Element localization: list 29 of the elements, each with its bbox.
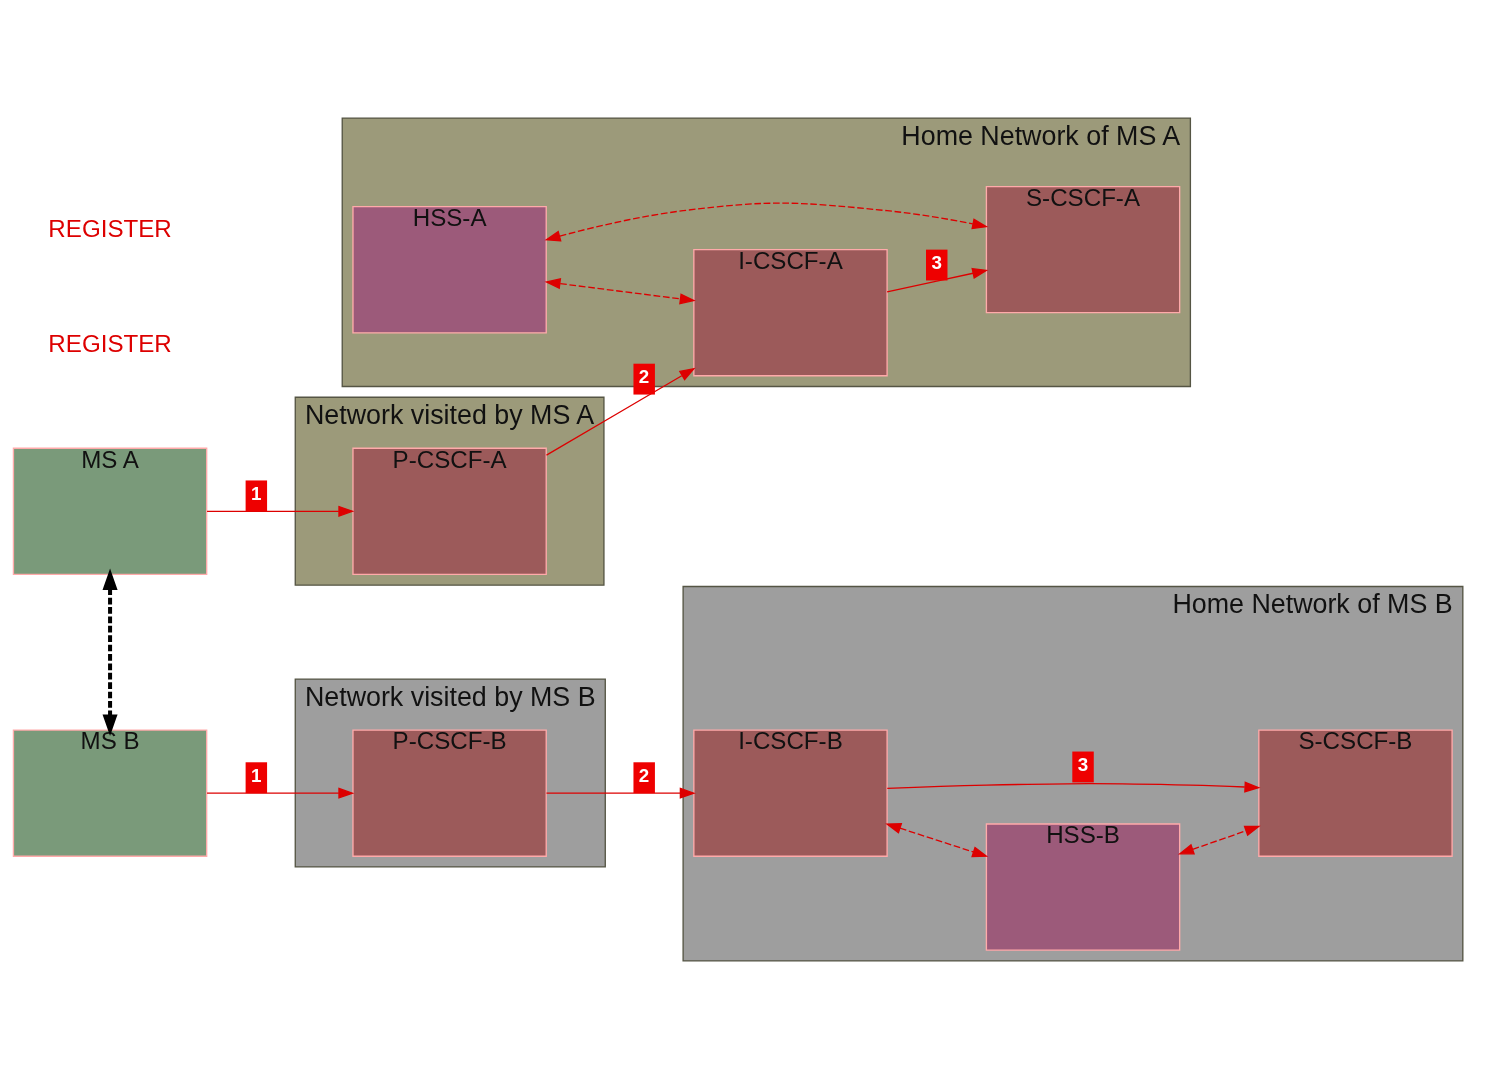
arrow — [545, 787, 696, 799]
arrow — [886, 267, 989, 293]
node-box: HSS-B — [985, 822, 1181, 951]
edge-label: 3 — [931, 251, 942, 273]
arrow — [1177, 825, 1261, 855]
arrow — [206, 787, 355, 799]
arrow — [102, 567, 118, 736]
arrow — [885, 822, 989, 857]
node-box: HSS-A — [352, 205, 547, 333]
edge-label: 3 — [1077, 753, 1089, 775]
node-box: I-CSCF-B — [693, 728, 888, 857]
node-box: MS B — [12, 728, 208, 857]
edge-label: 2 — [638, 764, 650, 786]
node-box: MS A — [12, 447, 208, 575]
edge-label: 2 — [638, 365, 650, 387]
edge-label: 1 — [250, 764, 262, 786]
arrow — [206, 505, 355, 517]
arrow — [886, 780, 1261, 793]
arrow — [544, 277, 696, 304]
label: REGISTER — [48, 329, 172, 357]
node-box: I-CSCF-A — [693, 248, 888, 376]
node-box: P-CSCF-B — [352, 728, 547, 857]
label: REGISTER — [48, 214, 172, 242]
node-box: S-CSCF-A — [985, 185, 1181, 313]
arrow — [545, 367, 696, 456]
node-box: P-CSCF-A — [352, 447, 547, 575]
edge-label: 1 — [250, 482, 262, 504]
arrow — [544, 201, 989, 241]
node-box: S-CSCF-B — [1258, 728, 1453, 857]
